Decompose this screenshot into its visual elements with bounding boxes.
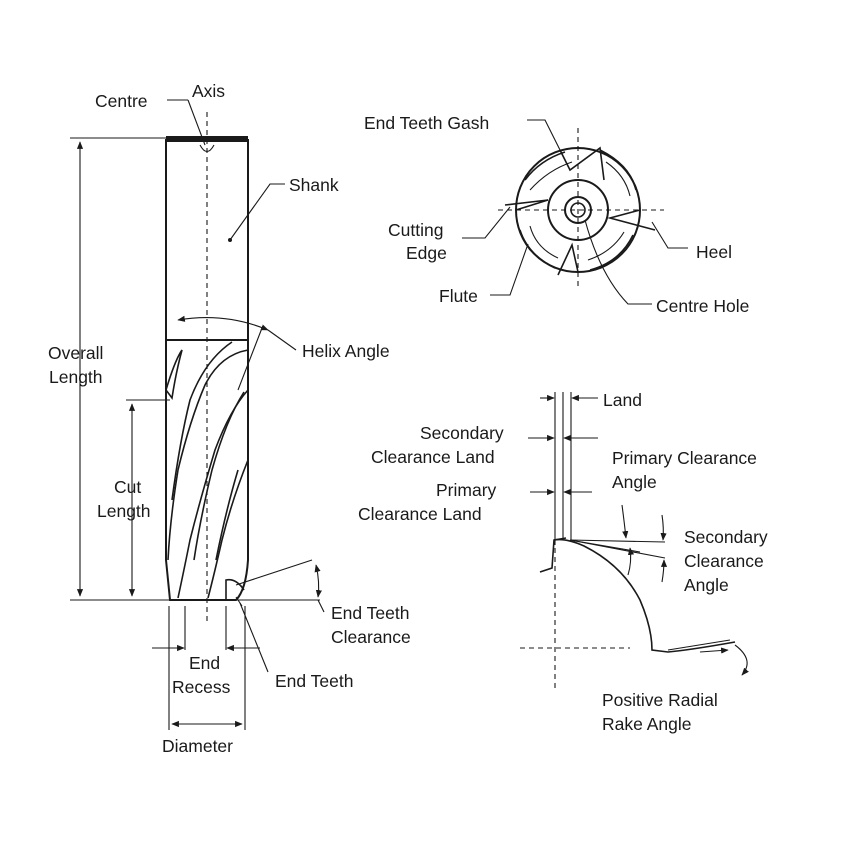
label-axis: Axis <box>192 81 225 101</box>
helical-flute-1 <box>165 349 183 401</box>
helix-angle-ref-line <box>237 327 263 391</box>
label-heel: Heel <box>696 242 732 262</box>
heel-leader <box>651 221 688 249</box>
label-end-teeth-gash: End Teeth Gash <box>364 113 489 133</box>
label-overall-length-2: Length <box>49 367 103 387</box>
helical-flute-7 <box>215 469 239 561</box>
end-view <box>462 119 688 305</box>
end-tooth-notch <box>225 578 245 600</box>
end-teeth-leader <box>239 602 269 673</box>
end-clearance-arrows <box>314 564 322 598</box>
primary-clearance-angle-arrows <box>621 504 629 539</box>
flute-leader <box>490 243 529 296</box>
label-secondary-clearance-angle-1: Secondary <box>684 527 768 547</box>
label-shank: Shank <box>289 175 339 195</box>
label-flute: Flute <box>439 286 478 306</box>
label-end-teeth-clearance-1: End Teeth <box>331 603 410 623</box>
label-end-teeth-clearance-2: Clearance <box>331 627 411 647</box>
inner-angle-arc <box>627 547 635 576</box>
helical-flute-3 <box>171 341 233 501</box>
rake-angle-arc <box>734 644 749 676</box>
label-diameter: Diameter <box>162 736 233 756</box>
label-land: Land <box>603 390 642 410</box>
label-primary-clearance-angle-1: Primary Clearance <box>612 448 757 468</box>
label-primary-clearance-angle-2: Angle <box>612 472 657 492</box>
flute-inner-3 <box>587 231 625 261</box>
label-cutting-edge-2: Edge <box>406 243 447 263</box>
flute-curve-2 <box>599 149 637 191</box>
gash-leader <box>527 119 566 161</box>
primary-clearance-angle-arrows-2 <box>660 514 667 541</box>
helical-flute-6 <box>207 459 249 599</box>
rake-ref <box>699 647 729 654</box>
end-clearance-leader <box>317 599 325 613</box>
secondary-clearance-angle-arrow <box>660 559 668 583</box>
label-cutting-edge-1: Cutting <box>388 220 443 240</box>
side-view <box>70 99 325 730</box>
label-secondary-clearance-land-1: Secondary <box>420 423 504 443</box>
label-positive-radial-rake-angle-1: Positive Radial <box>602 690 718 710</box>
label-primary-clearance-land-2: Clearance Land <box>358 504 482 524</box>
label-end-teeth: End Teeth <box>275 671 354 691</box>
helix-angle-leader <box>267 329 297 351</box>
end-tooth-right <box>606 209 656 231</box>
flute-inner-2 <box>605 161 631 197</box>
label-end-recess-2: Recess <box>172 677 231 697</box>
shank-leader-dot <box>228 238 232 242</box>
label-positive-radial-rake-angle-2: Rake Angle <box>602 714 692 734</box>
flute-curve-4 <box>519 229 556 269</box>
centre-leader-2 <box>187 99 206 146</box>
cutting-edge-leader <box>462 206 511 239</box>
label-helix-angle: Helix Angle <box>302 341 390 361</box>
label-primary-clearance-land-1: Primary <box>436 480 497 500</box>
centre-hole-leader <box>584 219 652 305</box>
end-teeth-leader-dot <box>235 596 243 607</box>
tooth-profile-fill <box>553 537 567 541</box>
end-tooth-left <box>504 199 549 211</box>
shank-leader <box>229 183 285 241</box>
flute-inner-1 <box>529 161 573 191</box>
label-cut-length-2: Length <box>97 501 151 521</box>
label-end-recess-1: End <box>189 653 220 673</box>
rake-ray <box>667 639 731 651</box>
flute-curve-3 <box>589 234 634 271</box>
helical-flute-2 <box>167 349 249 561</box>
tooth-profile <box>539 538 736 653</box>
end-tooth-bottom <box>557 242 579 276</box>
end-clearance-line <box>235 559 313 586</box>
helical-flute-5 <box>193 391 245 561</box>
helix-angle-arc <box>177 315 269 331</box>
primary-clearance-ray <box>569 539 666 543</box>
label-overall-length-1: Overall <box>48 343 103 363</box>
tooth-detail <box>520 392 749 690</box>
label-secondary-clearance-land-2: Clearance Land <box>371 447 495 467</box>
label-centre-hole: Centre Hole <box>656 296 749 316</box>
labels: Centre Axis Shank Overall Length Helix A… <box>48 81 768 756</box>
label-secondary-clearance-angle-3: Angle <box>684 575 729 595</box>
label-centre: Centre <box>95 91 148 111</box>
label-secondary-clearance-angle-2: Clearance <box>684 551 764 571</box>
flute-curve-1 <box>524 151 566 181</box>
flute-inner-4 <box>529 225 559 259</box>
label-cut-length-1: Cut <box>114 477 141 497</box>
